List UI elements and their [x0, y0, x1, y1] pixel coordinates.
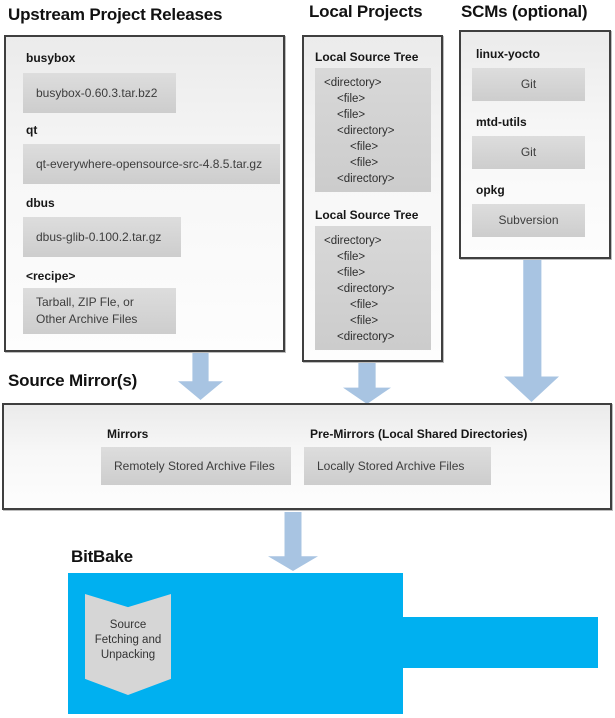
scms-panel: linux-yocto Git mtd-utils Git opkg Subve… [459, 30, 611, 259]
scm-type-box: Subversion [472, 204, 585, 237]
tree-line: <directory> [337, 173, 395, 185]
source-tree-box: <directory> <file> <file> <directory> <f… [315, 226, 431, 350]
tarball-box: Tarball, ZIP Fle, or Other Archive Files [23, 288, 176, 334]
down-arrow-icon [504, 260, 559, 402]
tree-line: <file> [337, 93, 366, 105]
mirrors-label: Mirrors [107, 427, 149, 441]
down-arrow-icon [178, 353, 223, 400]
mirrors-archive-box: Remotely Stored Archive Files [101, 447, 291, 485]
source-tree-box: <directory> <file> <file> <directory> <f… [315, 68, 431, 192]
source-mirrors-title: Source Mirror(s) [8, 371, 138, 390]
tree-line: <directory> [337, 125, 395, 137]
bitbake-title: BitBake [71, 547, 133, 566]
tree-line: <directory> [324, 235, 382, 247]
tree-line: <file> [337, 267, 366, 279]
source-mirrors-panel: Mirrors Remotely Stored Archive Files Pr… [2, 403, 612, 510]
down-arrow-icon [343, 363, 391, 404]
tarball-box: dbus-glib-0.100.2.tar.gz [23, 217, 181, 257]
local-projects-panel: Local Source Tree <directory> <file> <fi… [302, 35, 443, 362]
source-tree-heading: Local Source Tree [315, 50, 419, 64]
source-fetching-process-shape: Source Fetching and Unpacking [85, 594, 171, 695]
tree-line: <directory> [337, 283, 395, 295]
process-line: Source [109, 619, 147, 631]
tree-line: <directory> [324, 77, 382, 89]
scm-type-box: Git [472, 136, 585, 169]
tree-line: <file> [337, 251, 366, 263]
pre-mirrors-label: Pre-Mirrors (Local Shared Directories) [310, 427, 528, 441]
tree-line: <file> [350, 141, 379, 153]
scm-project-label: mtd-utils [476, 115, 527, 129]
recipe-name-label: qt [26, 123, 38, 137]
recipe-name-label: dbus [26, 196, 55, 210]
archive-line: Tarball, ZIP Fle, or [36, 295, 134, 309]
archive-line: Other Archive Files [36, 312, 138, 326]
process-line: Unpacking [100, 649, 156, 661]
upstream-releases-title: Upstream Project Releases [8, 5, 223, 24]
bitbake-output-arm [402, 617, 598, 668]
recipe-name-label: <recipe> [26, 269, 76, 283]
tarball-box: busybox-0.60.3.tar.bz2 [23, 73, 176, 113]
scms-title: SCMs (optional) [461, 2, 588, 21]
scm-type-box: Git [472, 68, 585, 101]
scm-project-label: opkg [476, 183, 505, 197]
tree-line: <file> [337, 109, 366, 121]
down-arrow-icon [268, 512, 318, 571]
tarball-box: qt-everywhere-opensource-src-4.8.5.tar.g… [23, 144, 280, 184]
tree-line: <directory> [337, 331, 395, 343]
tree-line: <file> [350, 315, 379, 327]
tree-line: <file> [350, 299, 379, 311]
process-line: Fetching and [94, 634, 162, 646]
tree-line: <file> [350, 157, 379, 169]
recipe-name-label: busybox [26, 51, 76, 65]
source-tree-heading: Local Source Tree [315, 208, 419, 222]
upstream-releases-panel: busybox busybox-0.60.3.tar.bz2 qt qt-eve… [4, 35, 285, 352]
local-projects-title: Local Projects [309, 2, 423, 21]
pre-mirrors-archive-box: Locally Stored Archive Files [304, 447, 491, 485]
scm-project-label: linux-yocto [476, 47, 541, 61]
